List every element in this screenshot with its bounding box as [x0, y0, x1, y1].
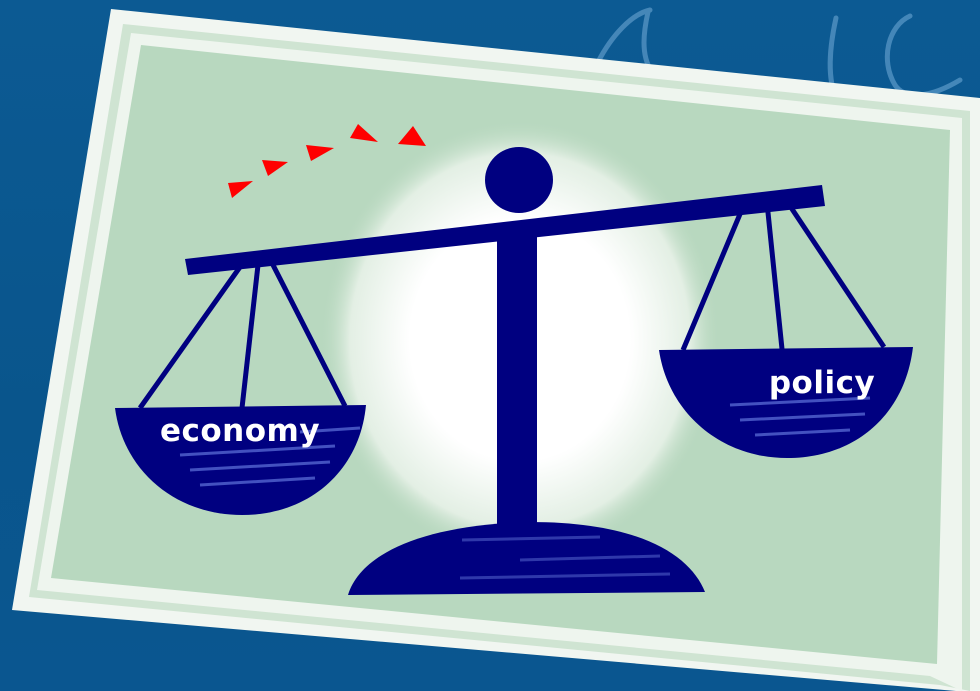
arrow-triangle-icon: [262, 160, 288, 176]
swirl-icon: [595, 7, 963, 105]
scale-beam: [185, 185, 825, 275]
arrow-triangle-icon: [228, 181, 253, 198]
pan-label-economy: economy: [160, 413, 320, 449]
scale-knob: [485, 147, 553, 213]
left-ropes: [137, 261, 348, 410]
right-ropes: [680, 189, 887, 351]
arrow-triangle-icon: [350, 124, 378, 142]
right-pan: policy: [659, 347, 913, 458]
arrow-triangle-icon: [398, 126, 426, 146]
left-pan: economy: [115, 405, 366, 515]
scale-post: [497, 225, 537, 525]
arrow-triangle-icon: [306, 145, 334, 161]
motion-arrows: [228, 124, 426, 198]
balance-scale-icon: economy policy: [115, 147, 913, 595]
pan-label-policy: policy: [769, 365, 875, 401]
